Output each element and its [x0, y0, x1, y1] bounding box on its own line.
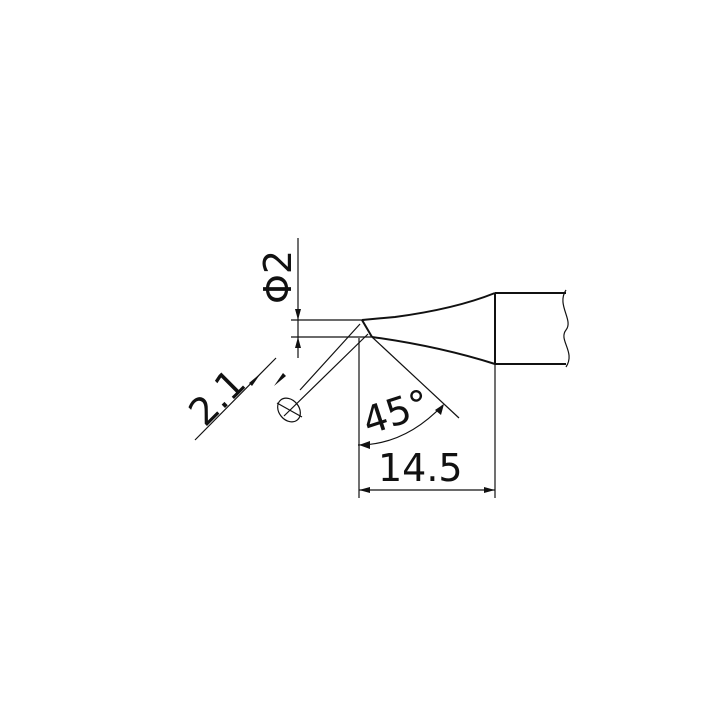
tip-bevel-face [361, 319, 373, 338]
angle-label: 45° [357, 381, 435, 444]
diameter-dimension: Φ2 [256, 238, 373, 358]
bevel-arrow-1 [249, 373, 261, 386]
angle-arrow-left [359, 441, 370, 449]
angle-arrow-right [435, 404, 444, 415]
bevel-width-label: 2.1 [180, 361, 254, 435]
length-dimension: 14.5 [358, 338, 496, 498]
length-arrow-left [359, 487, 370, 493]
bevel-extension-line-2 [299, 323, 361, 391]
diameter-arrow-top [295, 309, 301, 320]
diameter-arrow-bottom [295, 337, 301, 348]
length-arrow-right [484, 487, 495, 493]
angle-dimension: 45° [357, 336, 460, 449]
tip-upper-contour [361, 292, 496, 321]
length-label: 14.5 [378, 446, 463, 490]
bevel-arrow-2 [274, 373, 286, 386]
bevel-face-ellipse [277, 397, 301, 423]
tip-lower-contour [371, 336, 496, 365]
shaft-break-line [562, 289, 570, 368]
bevel-width-dimension: 2.1 [180, 323, 369, 441]
bevel-dimension-line [194, 357, 277, 441]
bevel-extension-line-1 [283, 333, 369, 417]
bevel-ellipse-axis [276, 402, 303, 418]
diameter-label: Φ2 [256, 250, 300, 304]
tip-outline [361, 289, 570, 368]
angle-reference-line [371, 336, 460, 419]
